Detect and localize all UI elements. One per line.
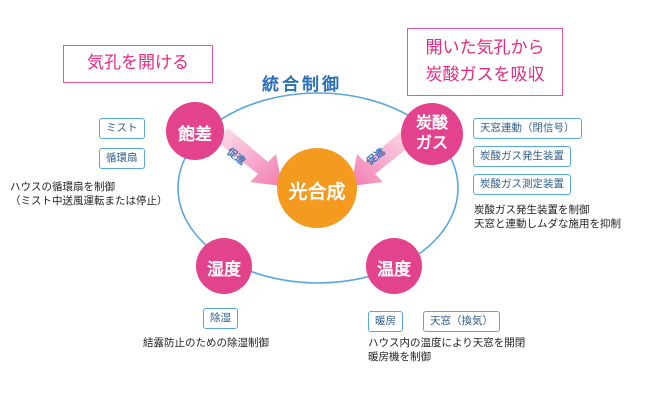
tag-skylight-link: 天窓連動（閉信号） [473,118,582,139]
temperature-label: 温度 [377,260,411,280]
photosynthesis-label: 光合成 [288,181,346,203]
photosynthesis-circle [277,148,357,228]
humidity-note: 結露防止のための除湿制御 [143,337,269,349]
saturation-note: ハウスの循環扇を制御 （ミスト中送風運転または停止） [10,180,168,208]
tag-mist: ミスト [99,118,145,139]
promote-arrow-right [351,128,418,186]
temperature-note-line1: ハウス内の温度により天窓を開閉 [368,337,526,349]
co2-circle [401,103,463,165]
co2-label: 炭酸 ガス [401,113,463,153]
tag-co2-generator: 炭酸ガス発生装置 [473,146,571,167]
callout-open-stomata: 気孔を開ける [63,45,213,83]
saturation-note-line1: ハウスの循環扇を制御 [10,181,115,193]
tag-heating: 暖房 [368,311,403,332]
co2-label-line1: 炭酸 [415,113,448,132]
co2-label-line2: ガス [415,133,448,152]
callout-open-stomata-text: 気孔を開ける [87,53,189,73]
saturation-note-line2: （ミスト中送風運転または停止） [10,195,168,207]
temperature-circle [366,238,422,294]
co2-note-line1: 炭酸ガス発生装置を制御 [474,204,590,216]
saturation-label: 飽差 [178,125,212,145]
saturation-circle [166,102,224,160]
humidity-label: 湿度 [207,260,241,280]
co2-note-line2: 天窓と連動しムダな施用を抑制 [474,218,621,230]
humidity-circle [196,238,252,294]
callout-absorb-co2-line1: 開いた気孔から [425,38,545,58]
temperature-note: ハウス内の温度により天窓を開閉 暖房機を制御 [368,336,525,364]
temperature-note-line2: 暖房機を制御 [368,351,431,363]
tag-co2-meter: 炭酸ガス測定装置 [473,174,571,195]
tag-dehumidify: 除湿 [203,308,238,329]
control-loop-ellipse [177,92,459,284]
diagram-title: 統合制御 [262,75,342,95]
tag-circulation-fan: 循環扇 [99,148,145,169]
callout-absorb-co2: 開いた気孔から 炭酸ガスを吸収 [407,28,563,96]
callout-absorb-co2-line2: 炭酸ガスを吸収 [425,65,545,85]
tag-skylight-ventilation: 天窓（換気） [423,311,500,332]
co2-note: 炭酸ガス発生装置を制御 天窓と連動しムダな施用を抑制 [474,203,621,231]
promote-arrow-left [215,128,282,186]
